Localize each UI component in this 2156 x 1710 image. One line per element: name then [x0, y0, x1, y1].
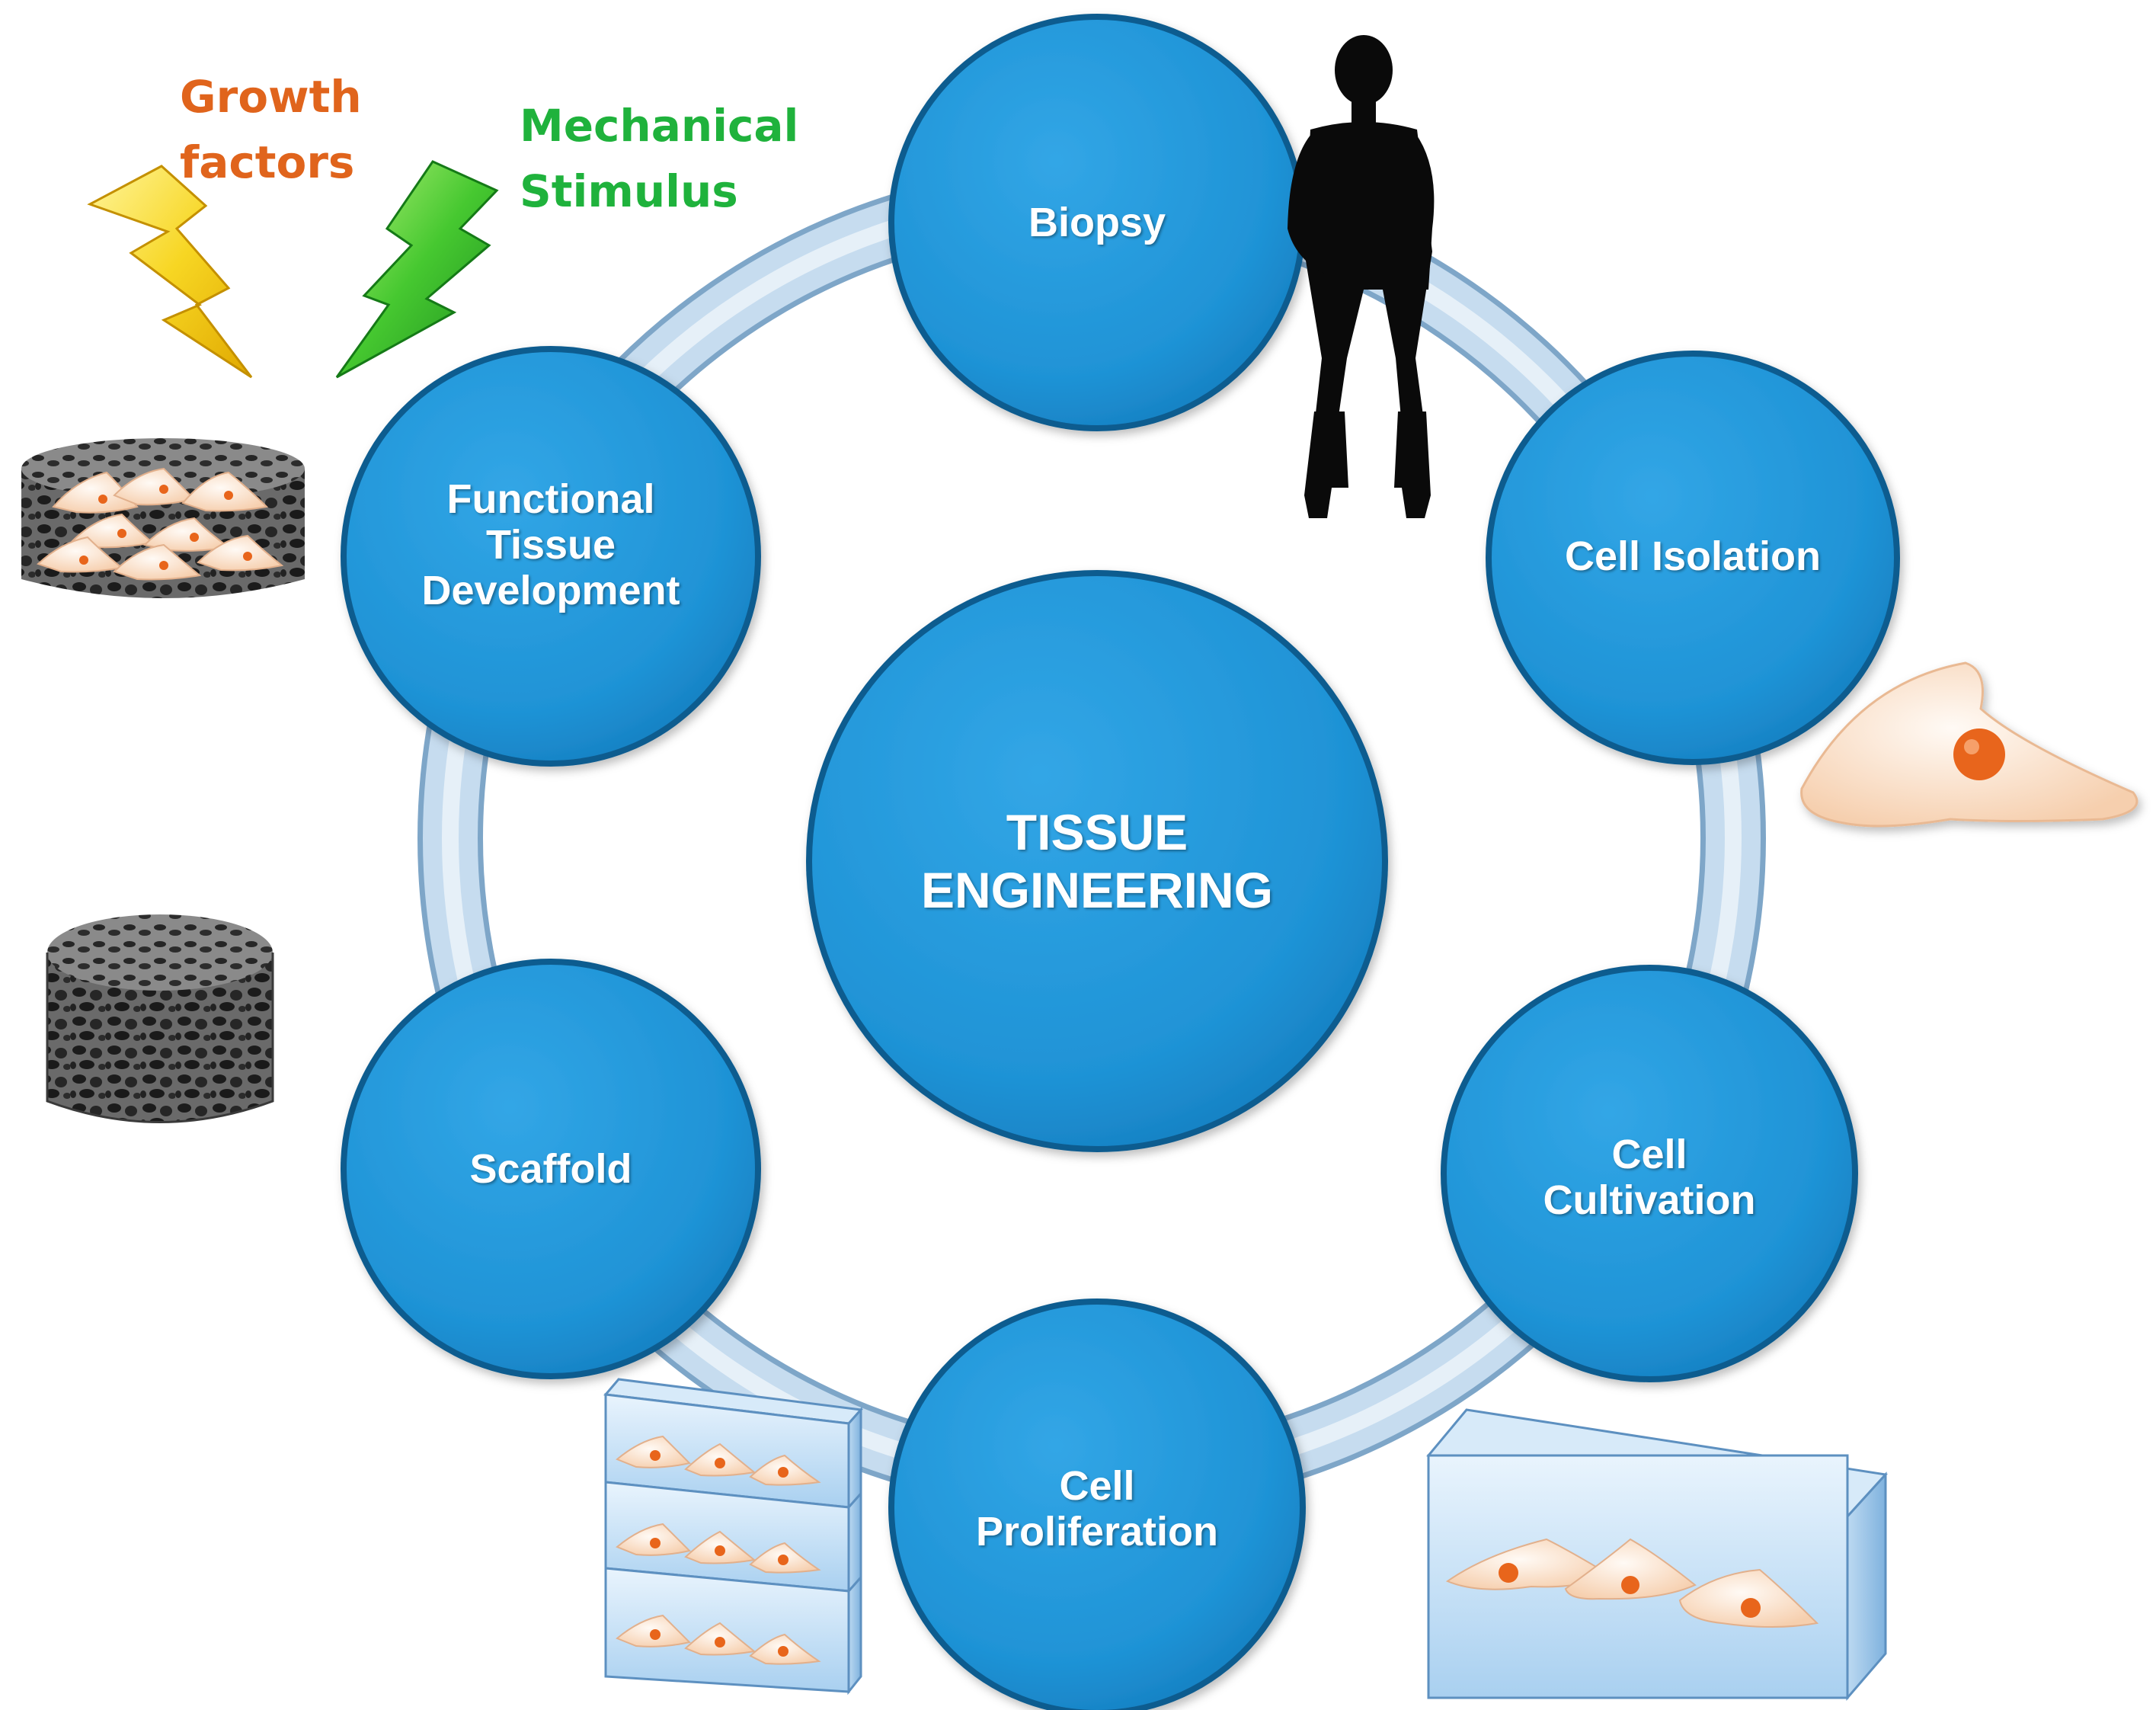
culture-flask-icon	[1426, 1408, 1888, 1702]
stacked-flasks-icon	[603, 1378, 864, 1696]
lightning-bolt-green-icon	[335, 160, 499, 379]
mechanical-stimulus-label: Mechanical Stimulus	[520, 100, 799, 217]
step-label-functional-tissue-development: Functional Tissue Development	[421, 476, 680, 613]
lightning-bolt-yellow-icon	[87, 165, 253, 379]
human-silhouette-icon	[1288, 35, 1435, 518]
step-label-cell-isolation: Cell Isolation	[1564, 533, 1822, 579]
cell-isolation-circle[interactable]	[1486, 351, 1900, 765]
step-label-cell-cultivation: Cell Cultivation	[1543, 1132, 1756, 1223]
cell-proliferation-circle[interactable]	[888, 1299, 1306, 1710]
step-label-scaffold: Scaffold	[469, 1146, 632, 1192]
seeded-scaffold-icon	[21, 438, 305, 598]
growth-factors-label: Growth factors	[180, 71, 362, 188]
scaffold-circle[interactable]	[341, 959, 761, 1379]
step-label-cell-proliferation: Cell Proliferation	[975, 1463, 1219, 1555]
center-circle	[806, 570, 1388, 1152]
cell-icon	[1800, 661, 2138, 828]
functional-tissue-development-circle[interactable]	[341, 346, 761, 767]
cell-cultivation-circle[interactable]	[1441, 965, 1858, 1382]
step-label-biopsy: Biopsy	[1028, 200, 1166, 245]
center-title: TISSUE ENGINEERING	[920, 804, 1274, 918]
porous-scaffold-icon	[46, 914, 274, 1123]
